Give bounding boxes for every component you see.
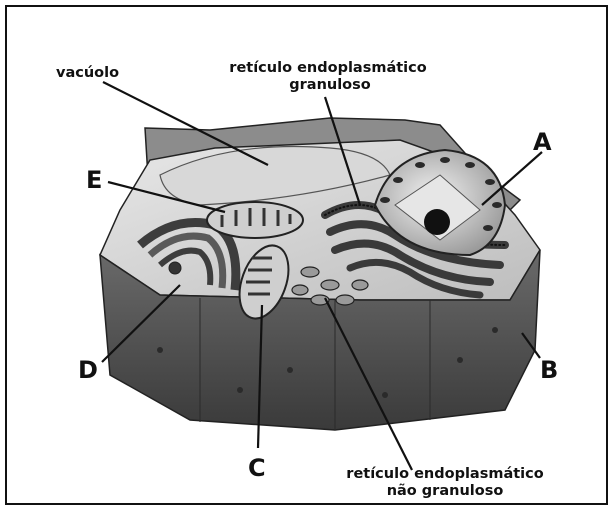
label-d: D (78, 356, 98, 384)
label-a: A (533, 128, 552, 156)
label-ser-line1: retículo endoplasmático (346, 466, 543, 482)
label-vacuolo: vacúolo (56, 65, 119, 81)
label-c: C (248, 454, 266, 482)
label-b: B (540, 356, 558, 384)
label-rer-line1: retículo endoplasmático (229, 60, 426, 76)
mitochondrion-e (207, 202, 303, 238)
label-e: E (86, 166, 102, 194)
cell-illustration (100, 118, 540, 430)
label-rer-line2: granuloso (289, 77, 371, 93)
label-ser-line2: não granuloso (387, 483, 504, 499)
